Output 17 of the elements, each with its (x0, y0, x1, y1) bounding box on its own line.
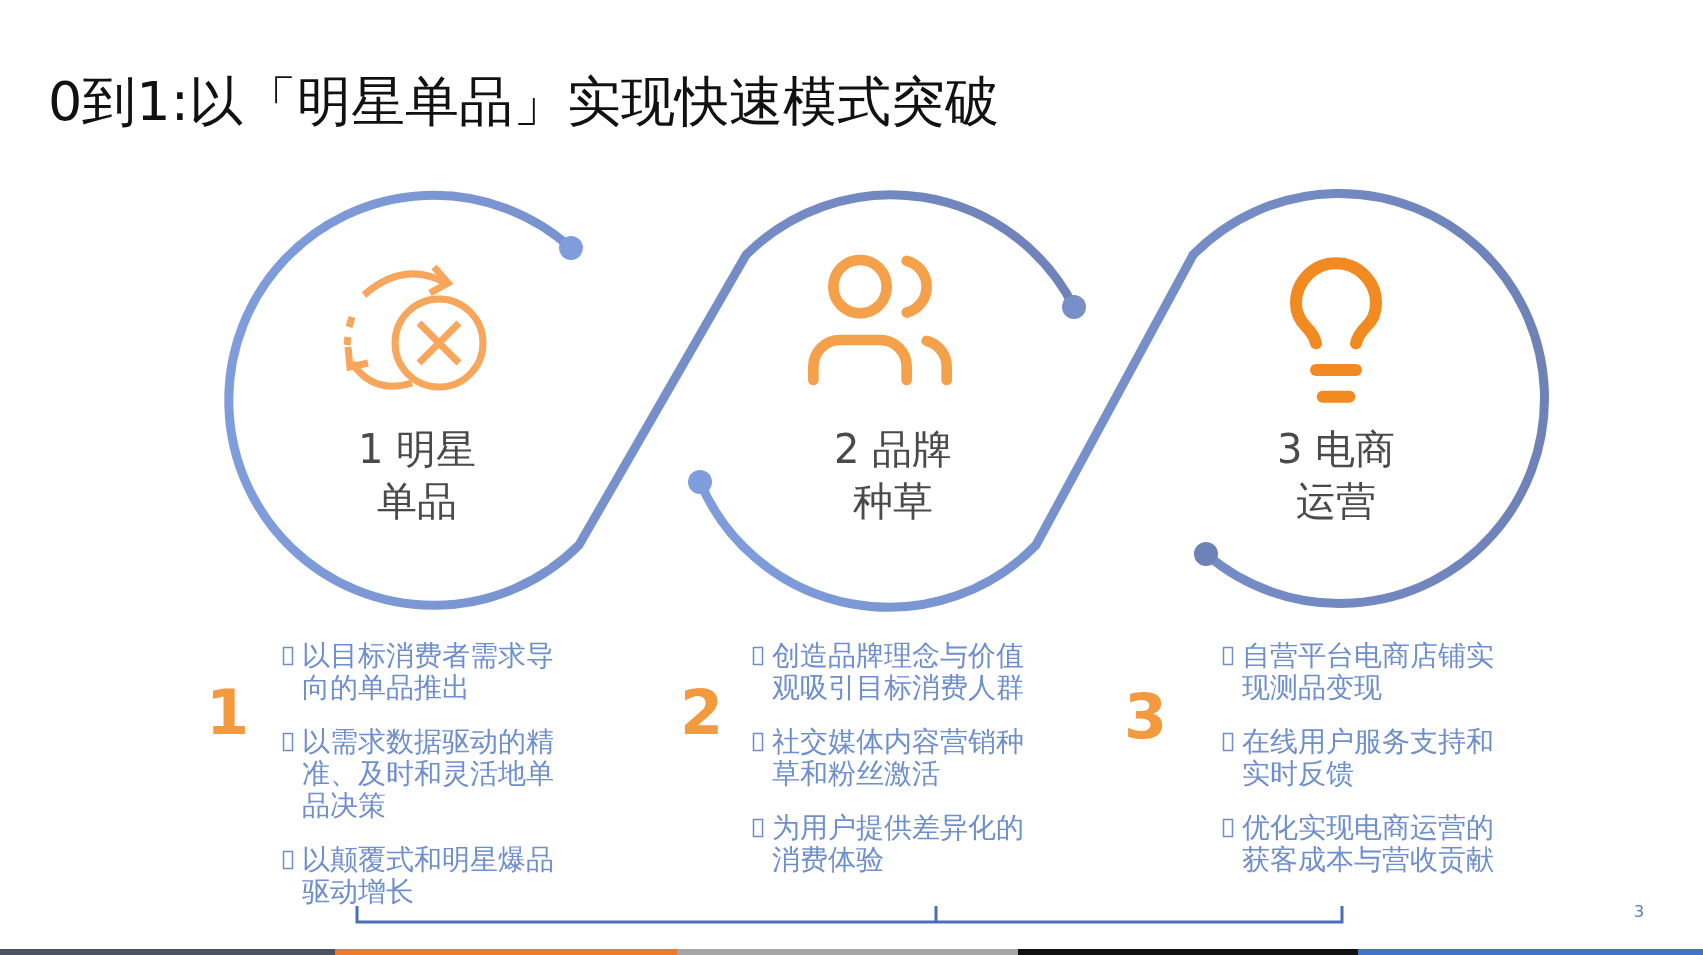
step-label: 2 品牌种草 (832, 425, 954, 526)
step-label: 1 明星单品 (356, 425, 478, 526)
bullet-text: 创造品牌理念与价值观吸引目标消费人群 (772, 640, 1025, 704)
page-number: 3 (1634, 902, 1645, 921)
bullet-text: 以需求数据驱动的精准、及时和灵活地单品决策 (302, 726, 555, 822)
bullet-text: 以目标消费者需求导向的单品推出 (302, 640, 555, 704)
bullet-text: 在线用户服务支持和实时反馈 (1242, 726, 1495, 790)
step-label: 3 电商运营 (1275, 425, 1397, 526)
step-number: 1 (206, 682, 250, 744)
bullet-text: 以颠覆式和明星爆品驱动增长 (302, 844, 555, 908)
bullet-text: 优化实现电商运营的获客成本与营收贡献 (1242, 812, 1495, 876)
bullet-text: 社交媒体内容营销种草和粉丝激活 (772, 726, 1025, 790)
bullet-text: 自营平台电商店铺实现测品变现 (1242, 640, 1495, 704)
step-number: 2 (680, 682, 724, 744)
title: 0到1:以「明星单品」实现快速模式突破 (48, 69, 999, 135)
bullet-text: 为用户提供差异化的消费体验 (772, 812, 1025, 876)
step-number: 3 (1124, 686, 1168, 748)
